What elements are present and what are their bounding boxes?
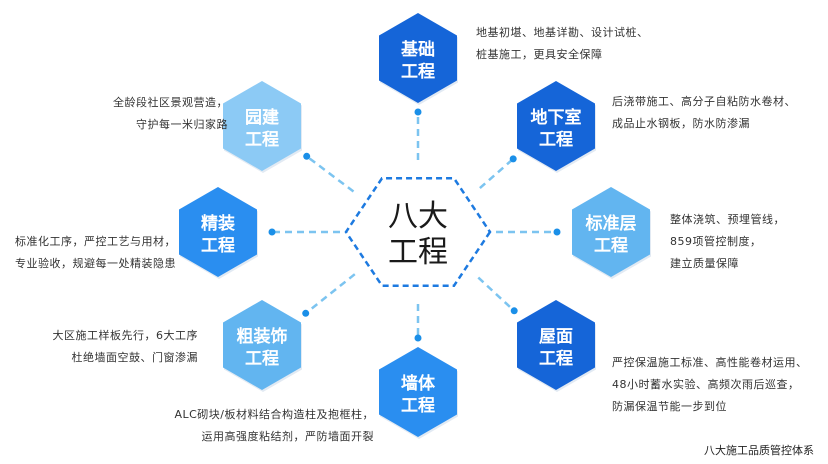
connector-dot-basement — [509, 155, 517, 163]
connector-landscape — [305, 155, 355, 193]
desc-fine-decoration: 标准化工序，严控工艺与用材， 专业验收，规避每一处精装隐患 — [15, 231, 176, 275]
desc-wall: ALC砌块/板材料结合构造柱及抱框柱， 运用高强度粘结剂，严防墙面开裂 — [174, 404, 374, 448]
desc-line: 运用高强度粘结剂，严防墙面开裂 — [201, 430, 374, 443]
connector-basement — [479, 157, 515, 190]
connector-dot-wall — [414, 334, 422, 342]
connector-dot-standard-floor — [553, 228, 561, 236]
hex-title-line1: 墙体 — [401, 373, 436, 394]
hex-title-line1: 标准层 — [586, 213, 637, 234]
hex-title-line2: 工程 — [594, 236, 628, 256]
hex-shape-roof — [517, 300, 595, 390]
desc-line: 守护每一米归家路 — [136, 118, 228, 131]
desc-line: 整体浇筑、预埋管线， — [670, 213, 785, 226]
desc-foundation: 地基初堪、地基详勘、设计试桩、 桩基施工，更具安全保障 — [476, 22, 649, 66]
desc-line: 859项管控制度， — [670, 235, 762, 248]
hex-title-line2: 工程 — [539, 130, 573, 150]
desc-line: 全龄段社区景观营造， — [113, 96, 228, 109]
desc-line: 大区施工样板先行，6大工序 — [52, 329, 198, 342]
desc-line: 48小时蓄水实验、高频次雨后巡查， — [612, 378, 800, 391]
desc-line: 标准化工序，严控工艺与用材， — [15, 235, 176, 248]
hex-shape-foundation — [379, 13, 457, 103]
hex-shape-rough-decoration — [223, 300, 301, 390]
desc-line: 杜绝墙面空鼓、门窗渗漏 — [71, 351, 198, 364]
hex-shape-standard-floor — [572, 187, 650, 277]
desc-line: 建立质量保障 — [670, 257, 739, 270]
desc-landscape: 全龄段社区景观营造， 守护每一米归家路 — [113, 92, 228, 136]
desc-line: 地基初堪、地基详勘、设计试桩、 — [476, 26, 649, 39]
hex-title-line1: 屋面 — [539, 327, 573, 347]
connector-dot-rough-decoration — [302, 309, 310, 317]
connector-lines — [268, 108, 561, 342]
connector-dot-foundation — [414, 108, 422, 116]
desc-line: 成品止水钢板，防水防渗漏 — [612, 117, 750, 130]
desc-line: 防漏保温节能一步到位 — [612, 400, 727, 413]
connector-rough-decoration — [304, 273, 356, 315]
connector-dot-fine-decoration — [268, 228, 276, 236]
diagram-caption: 八大施工品质管控体系 — [704, 444, 814, 457]
desc-line: 桩基施工，更具安全保障 — [476, 48, 603, 61]
center-hexagon-outline — [344, 177, 492, 287]
hex-shape-wall — [379, 347, 457, 437]
desc-line: 后浇带施工、高分子自粘防水卷材、 — [612, 95, 796, 108]
hex-title-line2: 工程 — [245, 349, 279, 369]
desc-rough-decoration: 大区施工样板先行，6大工序 杜绝墙面空鼓、门窗渗漏 — [53, 325, 199, 369]
desc-roof: 严控保温施工标准、高性能卷材运用、 48小时蓄水实验、高频次雨后巡查， 防漏保温… — [612, 352, 808, 418]
desc-line: 专业验收，规避每一处精装隐患 — [15, 257, 176, 270]
hex-title-line1: 地下室 — [531, 107, 582, 128]
hex-title-line2: 工程 — [245, 130, 279, 150]
desc-basement: 后浇带施工、高分子自粘防水卷材、 成品止水钢板，防水防渗漏 — [612, 91, 796, 135]
hex-shape-landscape — [223, 81, 301, 171]
hex-title-line2: 工程 — [401, 396, 435, 416]
connector-dot-landscape — [303, 152, 311, 160]
hex-shape-fine-decoration — [179, 187, 257, 277]
hex-title-line1: 园建 — [245, 107, 279, 128]
hex-title-line2: 工程 — [539, 349, 573, 369]
hex-title-line2: 工程 — [401, 62, 435, 82]
center-title-line2: 工程 — [388, 235, 448, 270]
center-title-line1: 八大 — [388, 199, 448, 234]
desc-standard-floor: 整体浇筑、预埋管线， 859项管控制度， 建立质量保障 — [670, 209, 785, 275]
hex-title-line1: 粗装饰 — [237, 326, 288, 347]
hex-title-line1: 精装 — [201, 213, 235, 234]
hex-title-line2: 工程 — [201, 236, 235, 256]
desc-line: ALC砌块/板材料结合构造柱及抱框柱， — [174, 408, 374, 421]
connector-roof — [477, 276, 516, 312]
hex-title-line1: 基础 — [400, 39, 435, 60]
hex-shape-basement — [517, 81, 595, 171]
desc-line: 严控保温施工标准、高性能卷材运用、 — [612, 356, 808, 369]
connector-dot-roof — [510, 307, 518, 315]
